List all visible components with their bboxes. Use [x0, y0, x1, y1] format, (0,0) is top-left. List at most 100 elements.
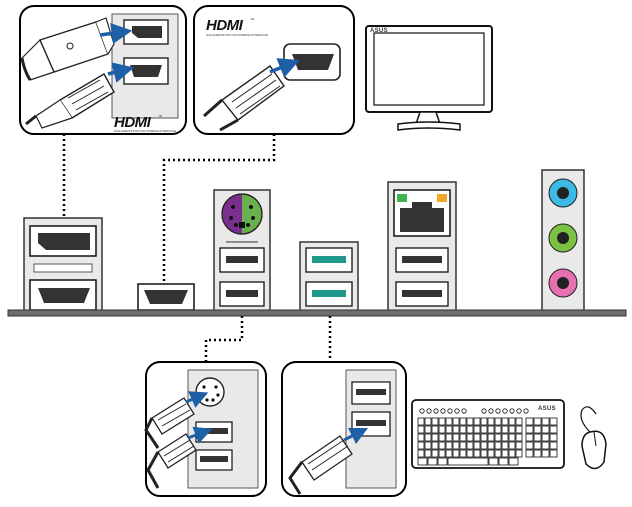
keyboard-key	[508, 417, 516, 426]
svg-text:HDMI: HDMI	[206, 17, 244, 34]
keyboard-key	[466, 449, 474, 458]
motherboard-edge	[7, 309, 627, 317]
keyboard-key	[445, 425, 453, 434]
keyboard-key	[466, 417, 474, 426]
keyboard-key	[424, 425, 432, 434]
keyboard-key	[533, 441, 542, 450]
keyboard-media-key	[488, 408, 494, 414]
keyboard-media-key	[516, 408, 522, 414]
keyboard-key	[424, 441, 432, 450]
keyboard-key	[459, 433, 467, 442]
keyboard-key	[515, 441, 523, 450]
keyboard-key	[459, 417, 467, 426]
keyboard-key	[473, 417, 481, 426]
keyboard-key	[487, 433, 495, 442]
keyboard-key	[508, 457, 519, 466]
keyboard-key	[501, 417, 509, 426]
keyboard-key	[549, 449, 558, 458]
arrow-right-icon	[269, 58, 300, 78]
keyboard-key	[431, 433, 439, 442]
arrow-right-icon	[185, 391, 209, 408]
displayport-icon	[123, 19, 169, 45]
rear-hdmi-port	[137, 283, 195, 311]
svg-text:HDMI: HDMI	[114, 114, 152, 131]
usb-plug	[146, 433, 197, 489]
keyboard-key	[494, 441, 502, 450]
keyboard-key	[431, 449, 439, 458]
keyboard-key	[525, 425, 534, 434]
keyboard-key	[437, 457, 448, 466]
keyboard-media-key	[502, 408, 508, 414]
callout-bottom-usb	[281, 361, 407, 497]
keyboard-key	[438, 433, 446, 442]
keyboard-key	[445, 441, 453, 450]
keyboard-key	[473, 425, 481, 434]
usb-port-icon	[395, 247, 449, 273]
svg-text:HIGH-DEFINITION MULTIMEDIA INT: HIGH-DEFINITION MULTIMEDIA INTERFACE	[206, 33, 268, 37]
displayport-plug	[20, 17, 115, 81]
keyboard-key	[498, 457, 509, 466]
callout-bottom-ps2-usb	[144, 361, 267, 497]
usb-plug	[288, 435, 353, 495]
keyboard-key	[417, 433, 425, 442]
rear-lan-usb-stack	[387, 181, 457, 313]
arrow-right-icon	[187, 426, 213, 444]
hdmi-logo: HDMI ™ HIGH-DEFINITION MULTIMEDIA INTERF…	[114, 114, 176, 133]
keyboard-key	[508, 425, 516, 434]
mouse-icon	[580, 406, 607, 470]
rear-audio-stack	[541, 169, 585, 313]
keyboard-key	[494, 417, 502, 426]
keyboard-key	[417, 449, 425, 458]
audio-jack-icon	[548, 223, 578, 253]
keyboard-key	[533, 449, 542, 458]
keyboard-key	[417, 417, 425, 426]
keyboard-key	[549, 441, 558, 450]
ps2-port-icon	[221, 193, 263, 235]
usb-port-icon	[351, 381, 391, 405]
svg-text:™: ™	[158, 114, 162, 119]
connector-line	[204, 316, 244, 362]
keyboard-key	[533, 425, 542, 434]
keyboard-key	[452, 433, 460, 442]
keyboard-media-key	[433, 408, 439, 414]
keyboard-key	[515, 449, 523, 458]
keyboard-key	[417, 457, 428, 466]
keyboard-icon: ASUS	[411, 399, 565, 469]
keyboard-key	[501, 425, 509, 434]
keyboard-key	[494, 449, 502, 458]
keyboard-key	[473, 449, 481, 458]
keyboard-key	[541, 449, 550, 458]
keyboard-key	[525, 433, 534, 442]
keyboard-key	[424, 433, 432, 442]
keyboard-key	[466, 425, 474, 434]
keyboard-key	[445, 433, 453, 442]
keyboard-key	[515, 417, 523, 426]
keyboard-key	[466, 433, 474, 442]
keyboard-key	[508, 433, 516, 442]
ps2-port-icon	[195, 377, 225, 407]
keyboard-key	[452, 441, 460, 450]
usb-port-icon	[195, 449, 233, 471]
keyboard-key	[515, 433, 523, 442]
keyboard-media-key	[523, 408, 529, 414]
keyboard-keys	[417, 408, 558, 466]
keyboard-media-key	[454, 408, 460, 414]
keyboard-key	[459, 449, 467, 458]
connector-line	[162, 134, 276, 284]
arrow-right-icon	[343, 427, 369, 445]
keyboard-key	[541, 433, 550, 442]
keyboard-key	[480, 441, 488, 450]
hdmi-logo: HDMI ™ HIGH-DEFINITION MULTIMEDIA INTERF…	[206, 17, 268, 37]
keyboard-key	[501, 433, 509, 442]
monitor-icon: ASUS	[365, 25, 493, 131]
keyboard-key	[494, 433, 502, 442]
keyboard-key	[541, 441, 550, 450]
keyboard-key	[438, 417, 446, 426]
keyboard-key	[541, 425, 550, 434]
rear-dp-hdmi-stack	[23, 217, 103, 315]
keyboard-key	[549, 433, 558, 442]
keyboard-key	[487, 441, 495, 450]
keyboard-key	[417, 441, 425, 450]
hdmi-port-icon	[29, 279, 97, 311]
